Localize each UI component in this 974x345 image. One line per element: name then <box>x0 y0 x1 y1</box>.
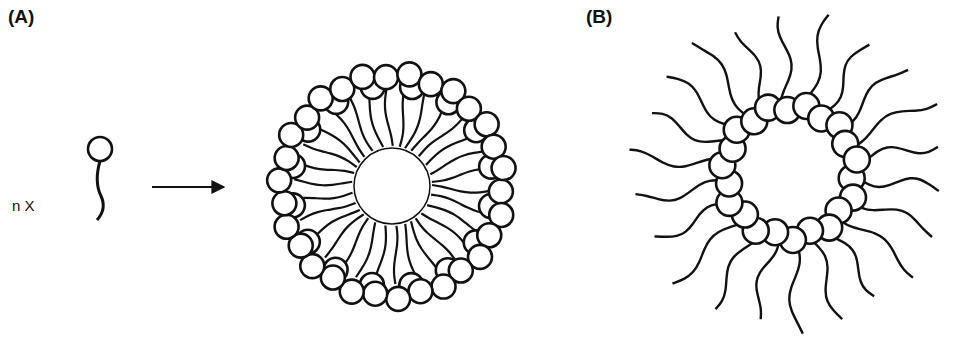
micelle-core <box>354 148 430 224</box>
reverse-micelle-tail <box>844 70 908 127</box>
reaction-arrow <box>152 186 224 188</box>
reverse-micelle-tail <box>853 203 932 237</box>
reverse-micelle-tail <box>856 104 938 146</box>
reverse-micelle-tail <box>803 15 829 103</box>
micelle-tail <box>432 185 490 193</box>
panel-label: (B) <box>586 6 612 28</box>
reverse-micelle-tail <box>789 242 802 334</box>
surfactant-head <box>88 137 112 161</box>
micelle-tail <box>421 213 468 247</box>
micelle-head <box>432 275 456 299</box>
micelle-tail <box>356 222 375 277</box>
reverse-micelle-tail <box>652 113 727 142</box>
micelle-head <box>386 287 410 311</box>
surfactant-molecule <box>88 137 112 220</box>
micelle-head <box>408 279 432 303</box>
micelle-tail <box>300 203 356 220</box>
micelle-tail <box>325 214 364 257</box>
molecule-count: n X <box>12 197 35 214</box>
reverse-micelle <box>629 15 938 334</box>
micelle-head <box>492 156 516 180</box>
reverse-micelle-tail <box>756 241 779 319</box>
micelle-tail <box>294 179 352 185</box>
reverse-micelle-tail <box>810 239 842 319</box>
micelle-tail <box>427 205 478 233</box>
micelle-tail <box>330 110 364 157</box>
panel-label: (A) <box>8 6 34 28</box>
micelle-head <box>272 191 296 215</box>
micelle-tail <box>416 218 456 260</box>
reverse-micelle-tail <box>629 150 721 167</box>
reverse-micelle-tail <box>860 178 939 191</box>
micelle-tail <box>411 221 439 272</box>
reverse-micelle-tail <box>778 16 792 102</box>
micelle-head <box>363 282 387 306</box>
reverse-micelle-tail <box>692 43 748 116</box>
micelle-head <box>489 179 513 203</box>
reverse-micelle-tail <box>635 180 720 200</box>
reverse-micelle-tail <box>715 236 760 309</box>
reverse-micelle-tail <box>825 233 874 297</box>
reverse-micelle-tail <box>735 32 762 107</box>
micelle-head <box>267 168 291 192</box>
surfactant-tail <box>97 161 103 220</box>
micelle-head <box>350 65 374 89</box>
reverse-micelle-head <box>844 146 870 172</box>
micelle-tail <box>385 88 393 146</box>
reverse-micelle-tail <box>860 147 938 165</box>
micelle-tail <box>394 226 397 284</box>
micelle <box>267 62 515 310</box>
reverse-micelle-tail <box>667 77 737 127</box>
micelle-head <box>475 112 499 136</box>
micelle-tail <box>431 195 486 214</box>
micelle-head <box>419 72 443 96</box>
micelle-head <box>275 215 299 239</box>
micelle-head <box>275 146 299 170</box>
micelle-head <box>374 65 398 89</box>
